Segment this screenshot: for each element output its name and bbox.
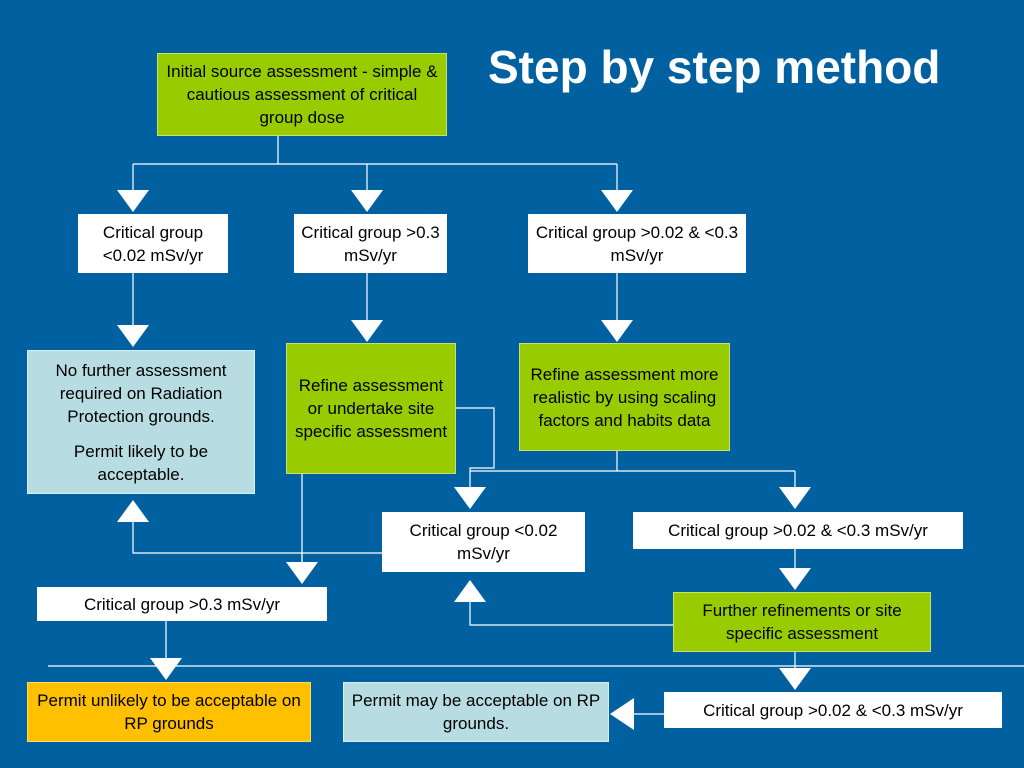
arrow-to-permit-unlikely (150, 658, 182, 680)
no-further-assessment-text: No further assessment required on Radiat… (55, 360, 227, 426)
initial-assessment-box: Initial source assessment - simple & cau… (157, 53, 447, 136)
critical-group-between-box: Critical group >0.02 & <0.3 mSv/yr (528, 214, 746, 273)
arrow-to-cg2-between (779, 487, 811, 509)
connector-further-back (469, 602, 673, 626)
critical-group-3-between-text: Critical group >0.02 & <0.3 mSv/yr (703, 700, 963, 720)
no-further-assessment-box: No further assessment required on Radiat… (27, 350, 255, 494)
arrow-to-cg2-lt (454, 487, 486, 509)
initial-assessment-text: Initial source assessment - simple & cau… (166, 62, 438, 127)
refine-site-assessment-text: Refine assessment or undertake site spec… (294, 376, 448, 441)
arrow-to-no-further (117, 325, 149, 347)
critical-group-lt-002-box: Critical group <0.02 mSv/yr (78, 214, 228, 273)
critical-group-2-lt-002-box: Critical group <0.02 mSv/yr (382, 512, 585, 572)
permit-unlikely-text: Permit unlikely to be acceptable on RP g… (37, 691, 301, 733)
arrow-to-cg2 (351, 190, 383, 212)
connector-cg2-lt-back (132, 522, 382, 554)
arrow-to-cg3 (779, 668, 811, 690)
critical-group-2-gt-03-text: Critical group >0.3 mSv/yr (83, 594, 281, 614)
connector-refine-site-right (456, 407, 495, 487)
critical-group-2-gt-03-box: Critical group >0.3 mSv/yr (37, 587, 327, 621)
arrow-up-cg2-lt (454, 580, 486, 602)
critical-group-gt-03-box: Critical group >0.3 mSv/yr (294, 214, 447, 273)
critical-group-lt-002-text: Critical group <0.02 mSv/yr (102, 222, 204, 265)
arrow-to-refine-scaling (601, 320, 633, 342)
critical-group-gt-03-text: Critical group >0.3 mSv/yr (301, 222, 440, 265)
permit-may-text: Permit may be acceptable on RP grounds. (351, 691, 601, 733)
further-refinements-text: Further refinements or site specific ass… (702, 601, 902, 643)
arrow-to-cg2-gt (286, 562, 318, 584)
further-refinements-box: Further refinements or site specific ass… (673, 592, 931, 652)
refine-site-assessment-box: Refine assessment or undertake site spec… (286, 343, 456, 474)
arrow-to-refine-site (351, 320, 383, 342)
arrow-to-cg1 (117, 190, 149, 212)
critical-group-2-between-box: Critical group >0.02 & <0.3 mSv/yr (633, 512, 963, 549)
arrow-to-cg3 (601, 190, 633, 212)
critical-group-3-between-box: Critical group >0.02 & <0.3 mSv/yr (664, 692, 1002, 728)
refine-scaling-text: Refine assessment more realistic by usin… (530, 364, 719, 430)
page-title: Step by step method (488, 41, 941, 93)
permit-unlikely-box: Permit unlikely to be acceptable on RP g… (27, 682, 311, 742)
critical-group-2-between-text: Critical group >0.02 & <0.3 mSv/yr (668, 521, 928, 540)
critical-group-2-lt-002-text: Critical group <0.02 mSv/yr (409, 521, 558, 563)
arrow-up-no-further (117, 500, 149, 522)
arrow-to-further (779, 568, 811, 590)
permit-may-box: Permit may be acceptable on RP grounds. (343, 682, 609, 742)
permit-likely-text: Permit likely to be acceptable. (73, 441, 209, 484)
arrow-to-permit-may (610, 698, 634, 730)
refine-scaling-box: Refine assessment more realistic by usin… (519, 343, 730, 451)
critical-group-between-text: Critical group >0.02 & <0.3 mSv/yr (535, 222, 739, 265)
